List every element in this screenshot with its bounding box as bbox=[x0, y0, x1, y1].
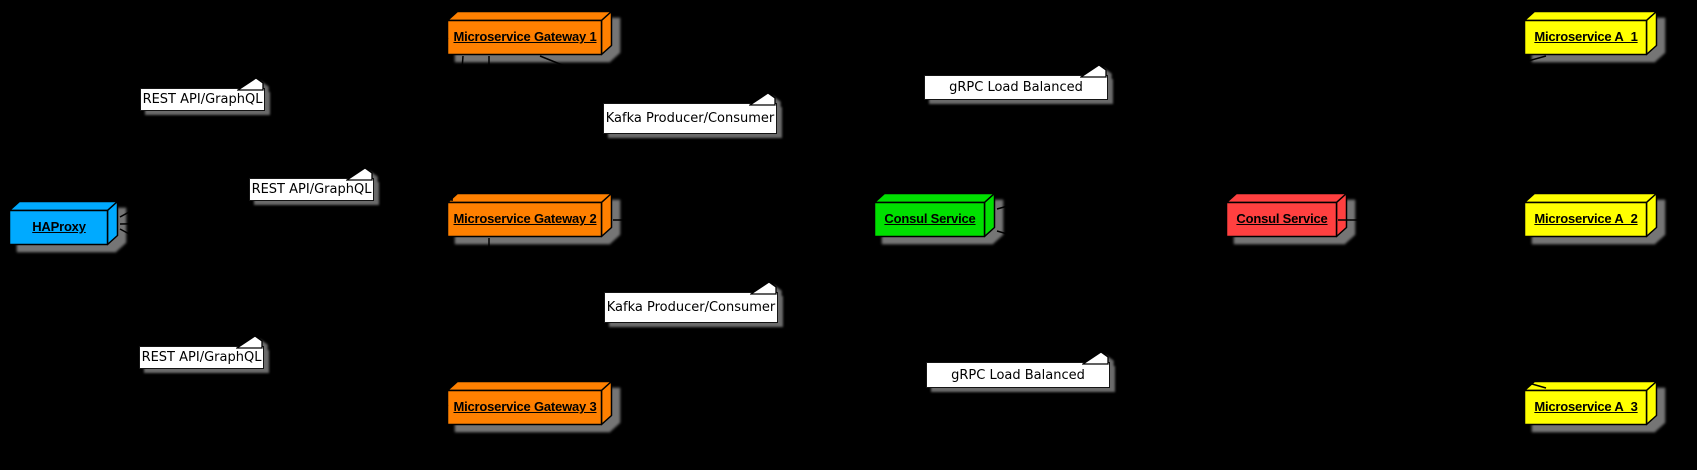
node-3d-box bbox=[446, 380, 613, 426]
node-label: Consul Service bbox=[884, 211, 976, 226]
note-fold-icon bbox=[237, 77, 264, 91]
node-3d-box bbox=[1523, 380, 1658, 426]
note-kafka-producer-consumer-2: Kafka Producer/Consumer bbox=[604, 281, 778, 323]
node-3d-box bbox=[446, 192, 613, 238]
note-label: REST API/GraphQL bbox=[142, 92, 263, 107]
node-3d-box bbox=[873, 192, 996, 238]
note-fold-icon bbox=[750, 281, 777, 295]
node-microservice-a-3: Microservice A_3 bbox=[1523, 380, 1659, 427]
node-microservice-gateway-2: Microservice Gateway 2 bbox=[446, 192, 614, 239]
node-label: Consul Service bbox=[1236, 211, 1328, 226]
note-fold-icon bbox=[1080, 64, 1107, 78]
note-label: Kafka Producer/Consumer bbox=[605, 111, 775, 126]
node-haproxy: HAProxy bbox=[8, 200, 120, 247]
note-rest-api-graphql-1: REST API/GraphQL bbox=[140, 77, 265, 111]
node-consul-service-green: Consul Service bbox=[873, 192, 997, 239]
node-3d-box bbox=[1523, 10, 1658, 56]
node-microservice-gateway-3: Microservice Gateway 3 bbox=[446, 380, 614, 427]
note-fold-icon bbox=[1082, 351, 1109, 365]
note-grpc-load-balanced-2: gRPC Load Balanced bbox=[926, 351, 1110, 388]
note-fold-icon bbox=[749, 92, 776, 106]
node-label: Microservice A_1 bbox=[1534, 29, 1638, 44]
node-label: Microservice A_2 bbox=[1534, 211, 1638, 226]
node-3d-box bbox=[446, 10, 613, 56]
note-fold-icon bbox=[236, 335, 263, 349]
node-microservice-a-2: Microservice A_2 bbox=[1523, 192, 1659, 239]
note-fold-icon bbox=[346, 167, 373, 181]
node-3d-box bbox=[8, 200, 119, 246]
note-label: REST API/GraphQL bbox=[141, 350, 262, 365]
node-consul-service-red: Consul Service bbox=[1225, 192, 1349, 239]
node-label: Microservice A_3 bbox=[1534, 399, 1638, 414]
node-label: Microservice Gateway 3 bbox=[453, 399, 597, 414]
note-rest-api-graphql-2: REST API/GraphQL bbox=[249, 167, 374, 201]
node-label: HAProxy bbox=[32, 219, 86, 234]
node-microservice-a-1: Microservice A_1 bbox=[1523, 10, 1659, 57]
node-label: Microservice Gateway 1 bbox=[453, 29, 597, 44]
note-rest-api-graphql-3: REST API/GraphQL bbox=[139, 335, 264, 369]
note-grpc-load-balanced-1: gRPC Load Balanced bbox=[924, 64, 1108, 100]
node-microservice-gateway-1: Microservice Gateway 1 bbox=[446, 10, 614, 57]
note-kafka-producer-consumer-1: Kafka Producer/Consumer bbox=[603, 92, 777, 134]
note-label: REST API/GraphQL bbox=[251, 182, 372, 197]
note-label: gRPC Load Balanced bbox=[951, 367, 1085, 383]
note-label: gRPC Load Balanced bbox=[949, 80, 1083, 95]
note-label: Kafka Producer/Consumer bbox=[606, 300, 776, 315]
node-label: Microservice Gateway 2 bbox=[453, 211, 597, 226]
